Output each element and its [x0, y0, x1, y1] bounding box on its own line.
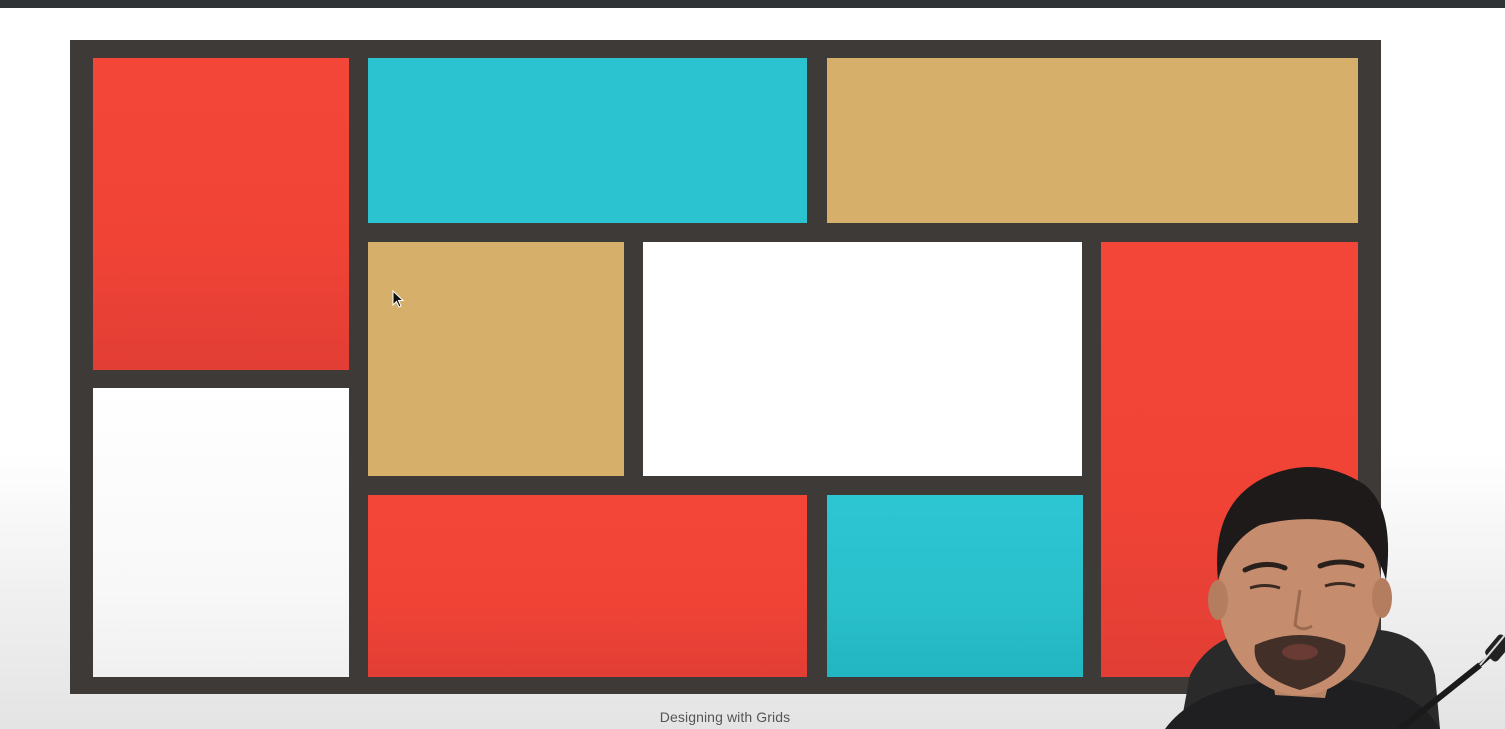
cell-tan-middle-left [368, 242, 624, 476]
cell-tan-top-right [827, 58, 1358, 223]
cell-cyan-top-middle [368, 58, 807, 223]
video-caption: Designing with Grids [659, 709, 791, 725]
grid-layout-frame [70, 40, 1381, 694]
cell-red-top-left [93, 58, 349, 370]
cell-white-bottom-left [93, 388, 349, 677]
mouse-pointer-icon [392, 290, 405, 308]
cell-white-center [643, 242, 1082, 476]
presenter-webcam [1150, 440, 1505, 729]
top-bar [0, 0, 1505, 8]
cell-cyan-bottom [827, 495, 1083, 677]
cell-red-bottom-middle [368, 495, 807, 677]
